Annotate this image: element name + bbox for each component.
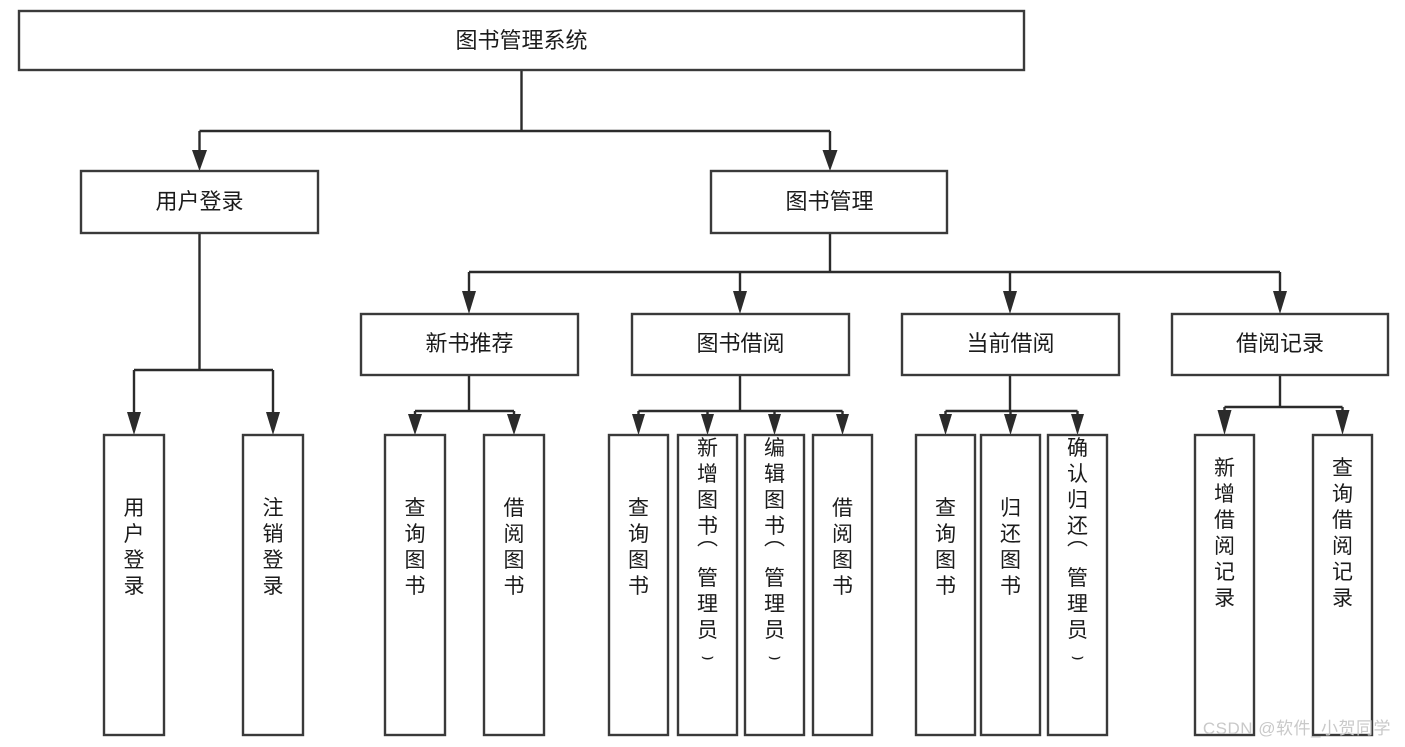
arrow-current-borrow <box>1003 291 1017 314</box>
arrow-leaf-borrow-book <box>836 414 849 435</box>
node-current-borrow-label: 当前借阅 <box>966 331 1054 356</box>
node-leaf-add-book[interactable]: 新增图书⌒管理员⌣ <box>676 433 739 737</box>
node-borrow-record-box[interactable] <box>1170 312 1390 377</box>
node-leaf-user-login-box[interactable] <box>102 433 166 737</box>
node-leaf-borrow-book-rec[interactable]: 借阅图书 <box>482 433 546 737</box>
leaf-layer: 用户登录 注销登录 查询图书 借阅图书 查询图书 新增图书⌒管理员⌣ 编辑图书⌒… <box>102 433 1374 737</box>
node-leaf-borrow-book-label: 借阅图书 <box>832 497 853 598</box>
node-leaf-user-login[interactable]: 用户登录 <box>102 433 166 737</box>
node-leaf-logout-box[interactable] <box>241 433 305 737</box>
node-user-login[interactable]: 用户登录 <box>79 169 320 235</box>
arrow-leaf-add-record <box>1217 410 1232 435</box>
node-leaf-add-book-label: 新增图书⌒管理员⌣ <box>697 437 718 668</box>
node-leaf-query-record[interactable]: 查询借阅记录 <box>1311 433 1374 737</box>
node-leaf-query-book-current[interactable]: 查询图书 <box>914 433 977 737</box>
arrow-leaf-query-book-current <box>939 414 952 435</box>
arrow-borrow-record <box>1273 291 1287 314</box>
node-root-box[interactable] <box>17 9 1026 72</box>
node-user-login-label: 用户登录 <box>155 189 243 214</box>
node-leaf-add-record-label: 新增借阅记录 <box>1214 457 1235 610</box>
arrow-user-login <box>192 150 207 171</box>
node-leaf-logout-label: 注销登录 <box>263 497 284 598</box>
node-leaf-confirm-return-box[interactable] <box>1046 433 1109 737</box>
node-leaf-query-book-rec-label: 查询图书 <box>405 497 426 598</box>
arrow-leaf-add-book <box>701 414 714 435</box>
arrow-leaf-edit-book <box>768 414 781 435</box>
node-leaf-query-book-borrow-label: 查询图书 <box>628 497 649 598</box>
node-leaf-add-record[interactable]: 新增借阅记录 <box>1193 433 1256 737</box>
node-root[interactable]: 图书管理系统 <box>17 9 1026 72</box>
node-book-borrow-box[interactable] <box>630 312 851 377</box>
arrow-leaf-confirm-return <box>1071 414 1084 435</box>
node-leaf-query-record-box[interactable] <box>1311 433 1374 737</box>
node-book-manage[interactable]: 图书管理 <box>709 169 949 235</box>
node-leaf-logout[interactable]: 注销登录 <box>241 433 305 737</box>
arrow-leaf-logout <box>266 412 280 435</box>
node-book-manage-label: 图书管理 <box>785 189 873 214</box>
arrow-leaf-user-login <box>127 412 141 435</box>
node-leaf-borrow-book-rec-box[interactable] <box>482 433 546 737</box>
connector-layer <box>127 70 1350 435</box>
node-current-borrow[interactable]: 当前借阅 <box>900 312 1121 377</box>
node-leaf-query-book-rec-box[interactable] <box>383 433 447 737</box>
node-borrow-record-label: 借阅记录 <box>1236 331 1324 356</box>
node-book-manage-box[interactable] <box>709 169 949 235</box>
node-leaf-query-record-label: 查询借阅记录 <box>1332 457 1353 610</box>
node-leaf-edit-book-box[interactable] <box>743 433 806 737</box>
arrow-book-manage <box>822 150 838 171</box>
node-leaf-query-book-borrow[interactable]: 查询图书 <box>607 433 670 737</box>
node-leaf-confirm-return[interactable]: 确认归还⌒管理员⌣ <box>1046 433 1109 737</box>
node-leaf-query-book-borrow-box[interactable] <box>607 433 670 737</box>
node-new-book-recommend-box[interactable] <box>359 312 580 377</box>
arrow-leaf-query-book-rec <box>408 414 422 435</box>
csdn-watermark: CSDN @软件_小贺同学 <box>1202 719 1391 738</box>
node-leaf-return-book-box[interactable] <box>979 433 1042 737</box>
node-leaf-return-book-label: 归还图书 <box>1000 497 1021 598</box>
node-leaf-confirm-return-label: 确认归还⌒管理员⌣ <box>1067 437 1088 668</box>
arrow-new-book-recommend <box>462 291 476 314</box>
node-new-book-recommend[interactable]: 新书推荐 <box>359 312 580 377</box>
node-leaf-edit-book-label: 编辑图书⌒管理员⌣ <box>764 437 785 668</box>
node-leaf-borrow-book-box[interactable] <box>811 433 874 737</box>
node-current-borrow-box[interactable] <box>900 312 1121 377</box>
node-leaf-borrow-book-rec-label: 借阅图书 <box>504 497 525 598</box>
arrow-leaf-return-book <box>1004 414 1017 435</box>
node-leaf-query-book-rec[interactable]: 查询图书 <box>383 433 447 737</box>
node-root-label: 图书管理系统 <box>455 28 587 53</box>
node-book-borrow-label: 图书借阅 <box>696 331 784 356</box>
node-book-borrow[interactable]: 图书借阅 <box>630 312 851 377</box>
node-leaf-user-login-label: 用户登录 <box>124 497 145 598</box>
node-leaf-add-record-box[interactable] <box>1193 433 1256 737</box>
node-leaf-add-book-box[interactable] <box>676 433 739 737</box>
arrow-leaf-query-book-borrow <box>632 414 645 435</box>
node-leaf-borrow-book[interactable]: 借阅图书 <box>811 433 874 737</box>
node-user-login-box[interactable] <box>79 169 320 235</box>
node-leaf-edit-book[interactable]: 编辑图书⌒管理员⌣ <box>743 433 806 737</box>
node-leaf-query-book-current-box[interactable] <box>914 433 977 737</box>
node-borrow-record[interactable]: 借阅记录 <box>1170 312 1390 377</box>
arrow-leaf-borrow-book-rec <box>507 414 521 435</box>
node-new-book-recommend-label: 新书推荐 <box>425 331 513 356</box>
node-leaf-query-book-current-label: 查询图书 <box>935 497 956 598</box>
arrow-book-borrow <box>733 291 747 314</box>
arrow-leaf-query-record <box>1335 410 1350 435</box>
node-leaf-return-book[interactable]: 归还图书 <box>979 433 1042 737</box>
